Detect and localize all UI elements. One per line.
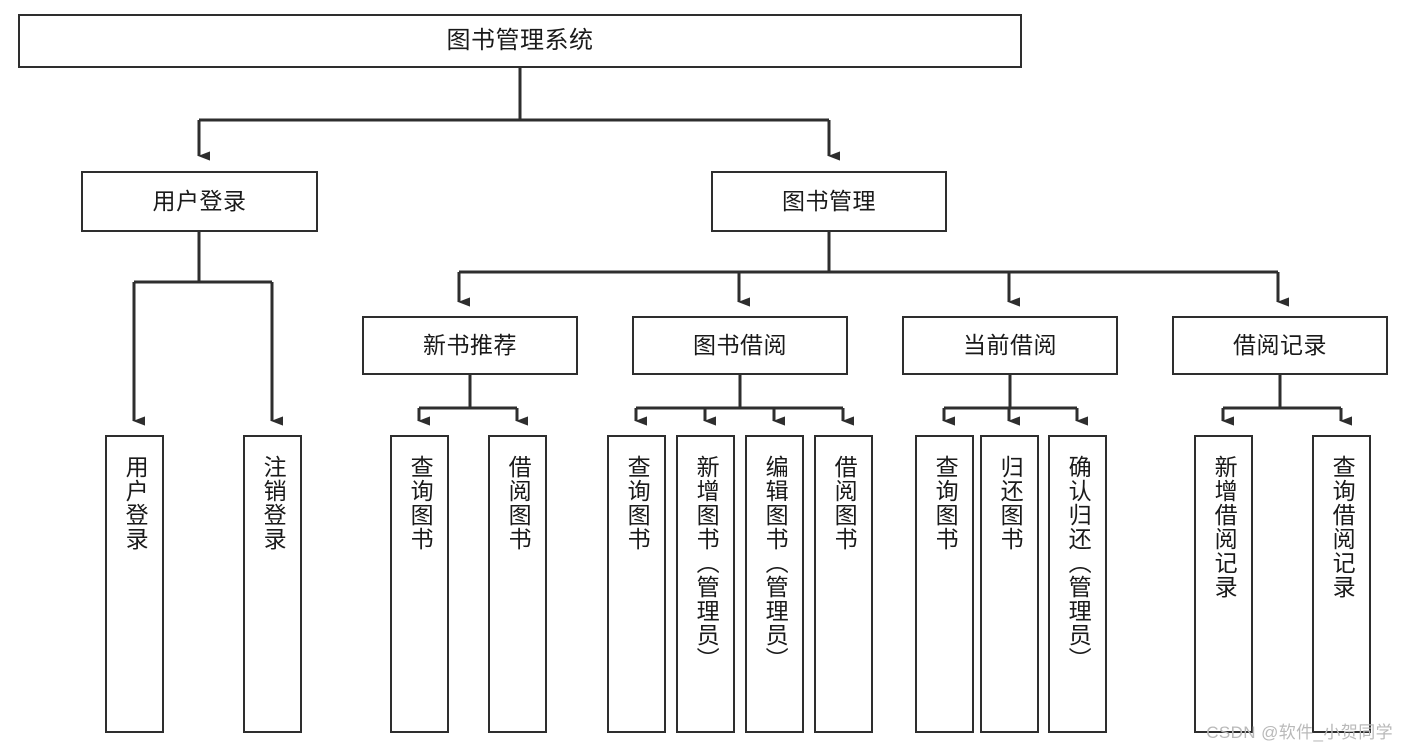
node-user-login[interactable]: 用户登录: [81, 171, 318, 232]
node-root-system[interactable]: 图书管理系统: [18, 14, 1022, 68]
node-label: 注销登录: [260, 455, 287, 551]
node-label: 图书管理系统: [446, 26, 594, 54]
leaf-borrow-add-book[interactable]: 新增图书（管理员）: [676, 435, 735, 733]
node-book-management[interactable]: 图书管理: [711, 171, 947, 232]
node-label: 查询借阅记录: [1329, 455, 1356, 599]
leaf-user-login-signin[interactable]: 用户登录: [105, 435, 164, 733]
node-label: 归还图书: [997, 455, 1024, 551]
leaf-current-return-book[interactable]: 归还图书: [980, 435, 1039, 733]
leaf-borrow-query-book[interactable]: 查询图书: [607, 435, 666, 733]
node-label: 新书推荐: [423, 331, 517, 358]
leaf-record-query[interactable]: 查询借阅记录: [1312, 435, 1371, 733]
leaf-user-login-signout[interactable]: 注销登录: [243, 435, 302, 733]
leaf-record-add[interactable]: 新增借阅记录: [1194, 435, 1253, 733]
node-current-borrow[interactable]: 当前借阅: [902, 316, 1118, 375]
leaf-borrow-borrow-book[interactable]: 借阅图书: [814, 435, 873, 733]
node-label: 借阅记录: [1233, 331, 1327, 358]
node-label: 用户登录: [152, 187, 247, 214]
node-book-borrow[interactable]: 图书借阅: [632, 316, 848, 375]
leaf-current-confirm-return[interactable]: 确认归还（管理员）: [1048, 435, 1107, 733]
node-label: 查询图书: [624, 455, 651, 551]
node-label: 用户登录: [122, 455, 149, 551]
node-label: 新增借阅记录: [1211, 455, 1238, 599]
node-new-book-recommend[interactable]: 新书推荐: [362, 316, 578, 375]
leaf-new-book-query[interactable]: 查询图书: [390, 435, 449, 733]
node-borrow-record[interactable]: 借阅记录: [1172, 316, 1388, 375]
node-label: 查询图书: [407, 455, 434, 551]
node-label: 确认归还（管理员）: [1065, 455, 1092, 671]
leaf-current-query-book[interactable]: 查询图书: [915, 435, 974, 733]
node-label: 借阅图书: [831, 455, 858, 551]
node-label: 图书管理: [782, 187, 876, 214]
node-label: 借阅图书: [505, 455, 532, 551]
node-label: 查询图书: [932, 455, 959, 551]
node-label: 新增图书（管理员）: [693, 455, 720, 671]
leaf-new-book-borrow[interactable]: 借阅图书: [488, 435, 547, 733]
node-label: 编辑图书（管理员）: [762, 455, 789, 671]
node-label: 当前借阅: [963, 331, 1057, 358]
node-label: 图书借阅: [693, 331, 787, 358]
leaf-borrow-edit-book[interactable]: 编辑图书（管理员）: [745, 435, 804, 733]
